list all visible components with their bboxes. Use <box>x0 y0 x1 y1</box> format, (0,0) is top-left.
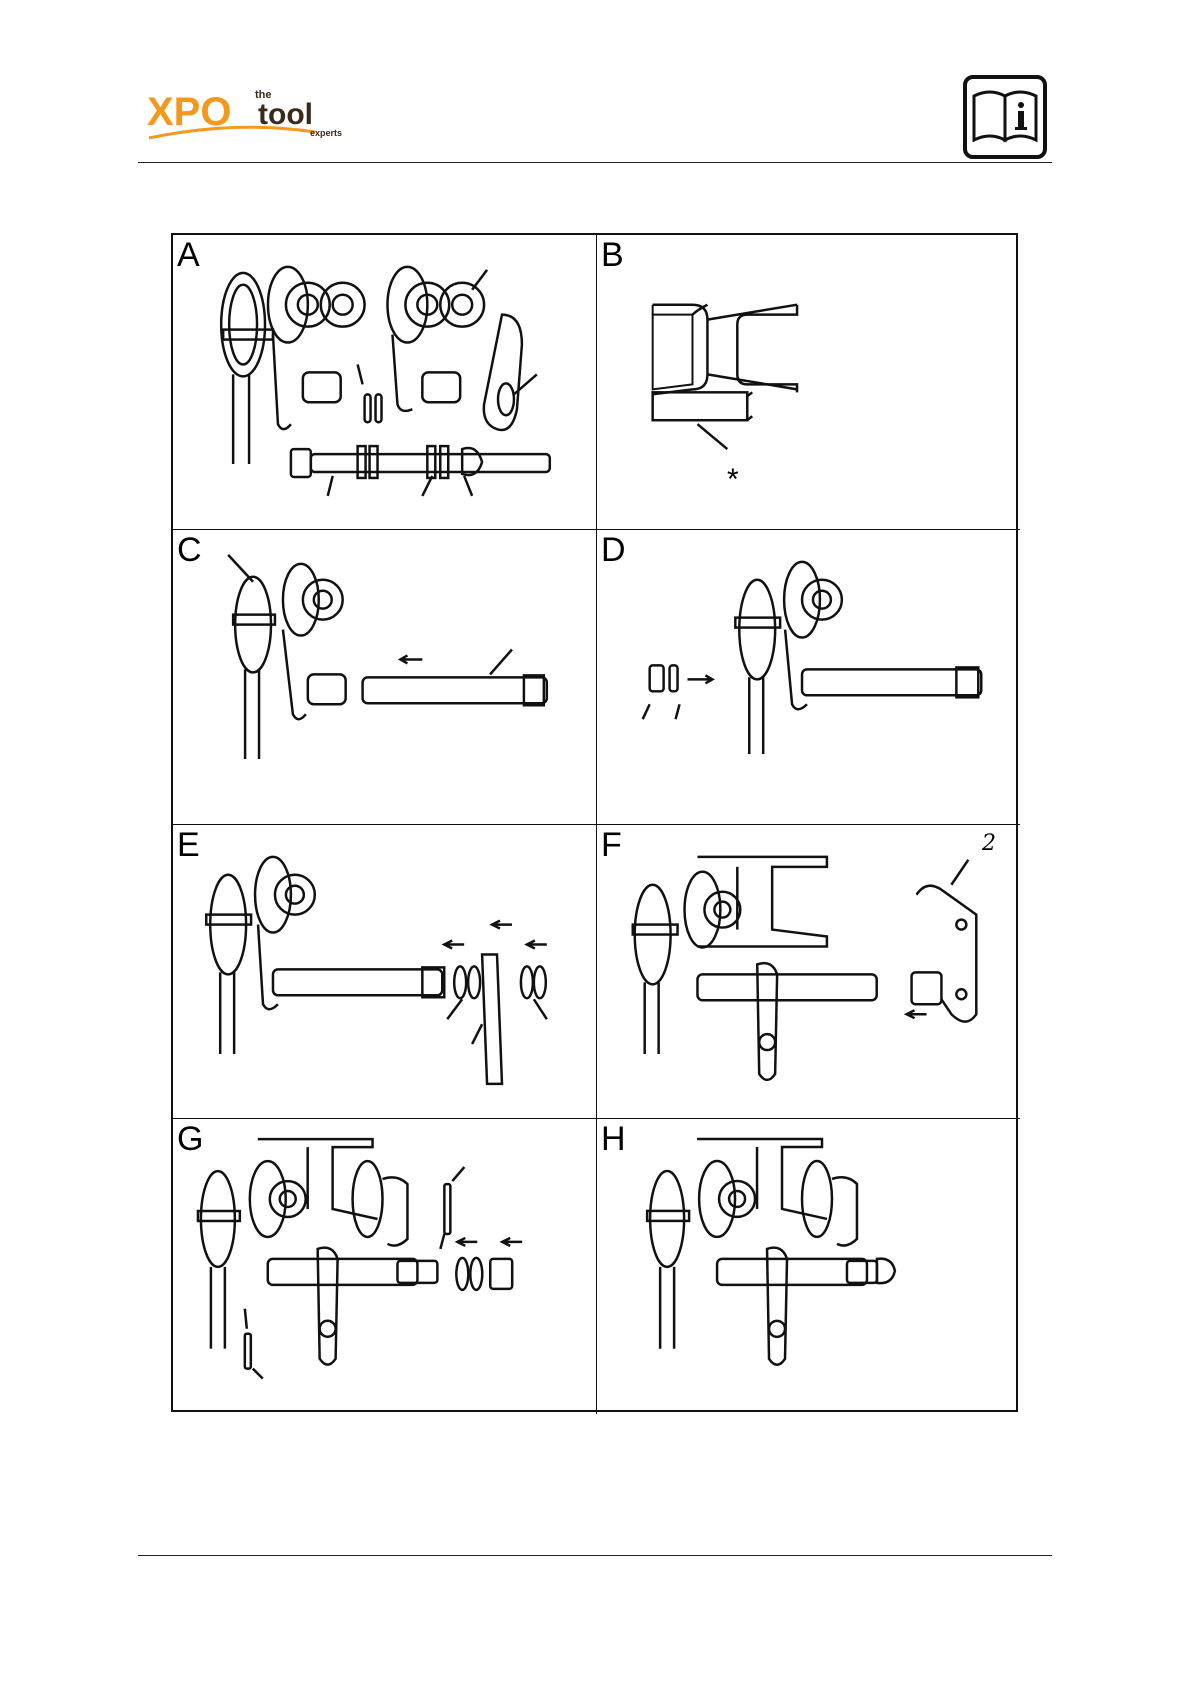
side-plate-fitting-illustration <box>597 825 1020 1119</box>
manual-info-icon <box>962 74 1048 160</box>
retaining-parts-illustration <box>597 530 1020 824</box>
logo-tool: tool <box>258 98 313 131</box>
assembled-trolley-illustration <box>597 1119 1020 1414</box>
step-panel-g: G <box>173 1119 597 1414</box>
header-divider <box>138 162 1052 163</box>
step-panel-c: C <box>173 530 597 825</box>
footer-divider <box>138 1555 1052 1556</box>
logo-experts: experts <box>310 128 342 138</box>
step-panel-e: E <box>173 825 597 1120</box>
spacer-washers-illustration <box>173 825 596 1119</box>
step-panel-f: F 2 <box>597 825 1020 1120</box>
callout-asterisk: * <box>727 463 739 497</box>
assembly-steps-grid: A <box>171 233 1018 1412</box>
step-panel-h: H <box>597 1119 1020 1414</box>
xpo-tool-logo: XPO the tool experts <box>145 80 355 150</box>
callout-number: 2 <box>982 831 996 856</box>
step-panel-b: B * <box>597 235 1020 530</box>
i-beam-illustration <box>597 235 1020 529</box>
axle-insertion-illustration <box>173 530 596 824</box>
exploded-trolley-illustration <box>173 235 596 529</box>
step-panel-d: D <box>597 530 1020 825</box>
step-panel-a: A <box>173 235 597 530</box>
nut-and-pin-illustration <box>173 1119 596 1414</box>
logo-mark: XPO <box>147 90 231 134</box>
